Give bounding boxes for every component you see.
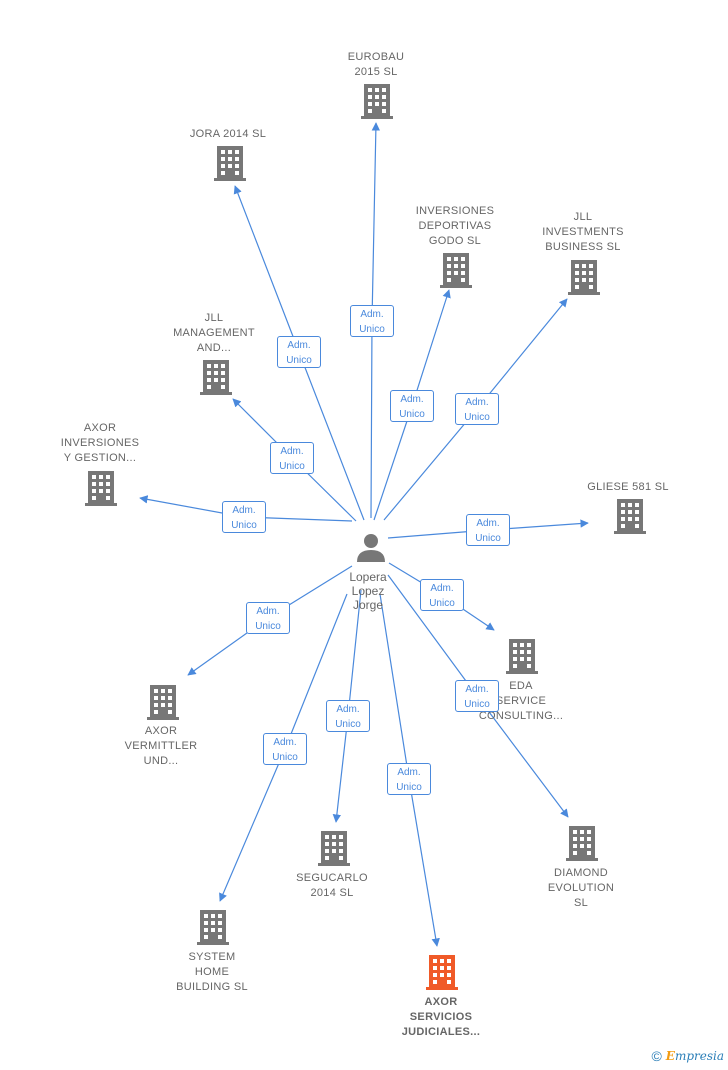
- role-box-gliese: Adm. Unico: [466, 514, 510, 546]
- company-label-gliese[interactable]: GLIESE 581 SL: [587, 481, 669, 493]
- copyright-symbol: ©: [651, 1048, 662, 1064]
- role-box-jll-management: Adm. Unico: [270, 442, 314, 474]
- company-label-eurobau[interactable]: EUROBAU 2015 SL: [347, 51, 405, 78]
- building-icon-eurobau[interactable]: [361, 84, 393, 119]
- building-icon-axor-vermittler[interactable]: [147, 685, 179, 720]
- brand-logo[interactable]: Empresia: [665, 1049, 724, 1063]
- role-box-axor-vermittler: Adm. Unico: [246, 602, 290, 634]
- building-icon-diamond[interactable]: [566, 826, 598, 861]
- building-icon-jora[interactable]: [214, 146, 246, 181]
- building-icon-eda[interactable]: [506, 639, 538, 674]
- role-box-diamond: Adm. Unico: [455, 680, 499, 712]
- company-label-inversiones-deportivas[interactable]: INVERSIONES DEPORTIVAS GODO SL: [415, 205, 495, 247]
- role-box-axor-servicios: Adm. Unico: [387, 763, 431, 795]
- company-label-eda[interactable]: EDA SERVICE CONSULTING...: [478, 680, 564, 722]
- role-box-inversiones-deportivas: Adm. Unico: [390, 390, 434, 422]
- role-box-segucarlo: Adm. Unico: [326, 700, 370, 732]
- company-label-jll-management[interactable]: JLL MANAGEMENT AND...: [173, 312, 255, 354]
- building-icon-jll-management[interactable]: [200, 360, 232, 395]
- role-box-eurobau: Adm. Unico: [350, 305, 394, 337]
- company-label-jora[interactable]: JORA 2014 SL: [189, 128, 267, 140]
- role-box-eda: Adm. Unico: [420, 579, 464, 611]
- role-box-system-home: Adm. Unico: [263, 733, 307, 765]
- building-icon-segucarlo[interactable]: [318, 831, 350, 866]
- company-label-axor-servicios[interactable]: AXOR SERVICIOS JUDICIALES...: [401, 996, 481, 1038]
- person-name[interactable]: Lopera Lopez Jorge: [349, 570, 387, 612]
- role-box-jll-investments: Adm. Unico: [455, 393, 499, 425]
- building-icon-axor-inversiones[interactable]: [85, 471, 117, 506]
- person-icon[interactable]: [357, 534, 385, 562]
- building-icon-axor-servicios[interactable]: [426, 955, 458, 990]
- company-label-diamond[interactable]: DIAMOND EVOLUTION SL: [547, 867, 615, 909]
- company-label-axor-vermittler[interactable]: AXOR VERMITTLER UND...: [124, 725, 198, 767]
- role-box-jora: Adm. Unico: [277, 336, 321, 368]
- building-icon-gliese[interactable]: [614, 499, 646, 534]
- building-icon-system-home[interactable]: [197, 910, 229, 945]
- company-label-segucarlo[interactable]: SEGUCARLO 2014 SL: [296, 872, 368, 899]
- role-box-axor-inversiones: Adm. Unico: [222, 501, 266, 533]
- building-icon-jll-investments[interactable]: [568, 260, 600, 295]
- company-label-axor-inversiones[interactable]: AXOR INVERSIONES Y GESTION...: [60, 422, 140, 464]
- building-icon-inversiones-deportivas[interactable]: [440, 253, 472, 288]
- footer: © Empresia: [651, 1048, 724, 1064]
- company-label-system-home[interactable]: SYSTEM HOME BUILDING SL: [176, 951, 248, 993]
- company-label-jll-investments[interactable]: JLL INVESTMENTS BUSINESS SL: [542, 211, 624, 253]
